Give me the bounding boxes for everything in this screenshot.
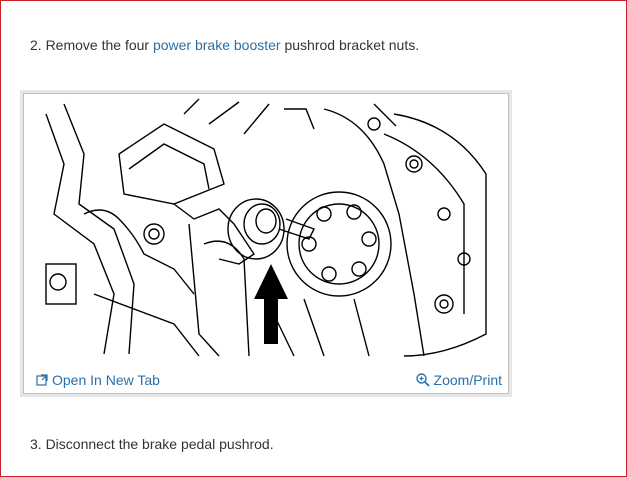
arrow-icon xyxy=(254,264,288,344)
step-2-suffix: pushrod bracket nuts. xyxy=(280,37,420,53)
zoom-print-label: Zoom/Print xyxy=(433,372,502,388)
diagram-figure: Open In New Tab Zoom/Print xyxy=(23,93,509,394)
zoom-in-icon xyxy=(415,373,430,387)
open-in-new-tab-button[interactable]: Open In New Tab xyxy=(36,371,160,389)
open-tab-icon xyxy=(36,374,48,386)
brake-booster-diagram[interactable] xyxy=(24,94,508,366)
figure-toolbar: Open In New Tab Zoom/Print xyxy=(24,367,508,393)
zoom-print-button[interactable]: Zoom/Print xyxy=(415,371,502,389)
step-2-prefix: 2. Remove the four xyxy=(30,37,153,53)
power-brake-booster-link[interactable]: power brake booster xyxy=(152,37,281,53)
step-3-text: 3. Disconnect the brake pedal pushrod. xyxy=(30,436,274,452)
step-2-text: 2. Remove the four power brake booster p… xyxy=(30,36,419,54)
open-tab-label: Open In New Tab xyxy=(52,372,160,388)
